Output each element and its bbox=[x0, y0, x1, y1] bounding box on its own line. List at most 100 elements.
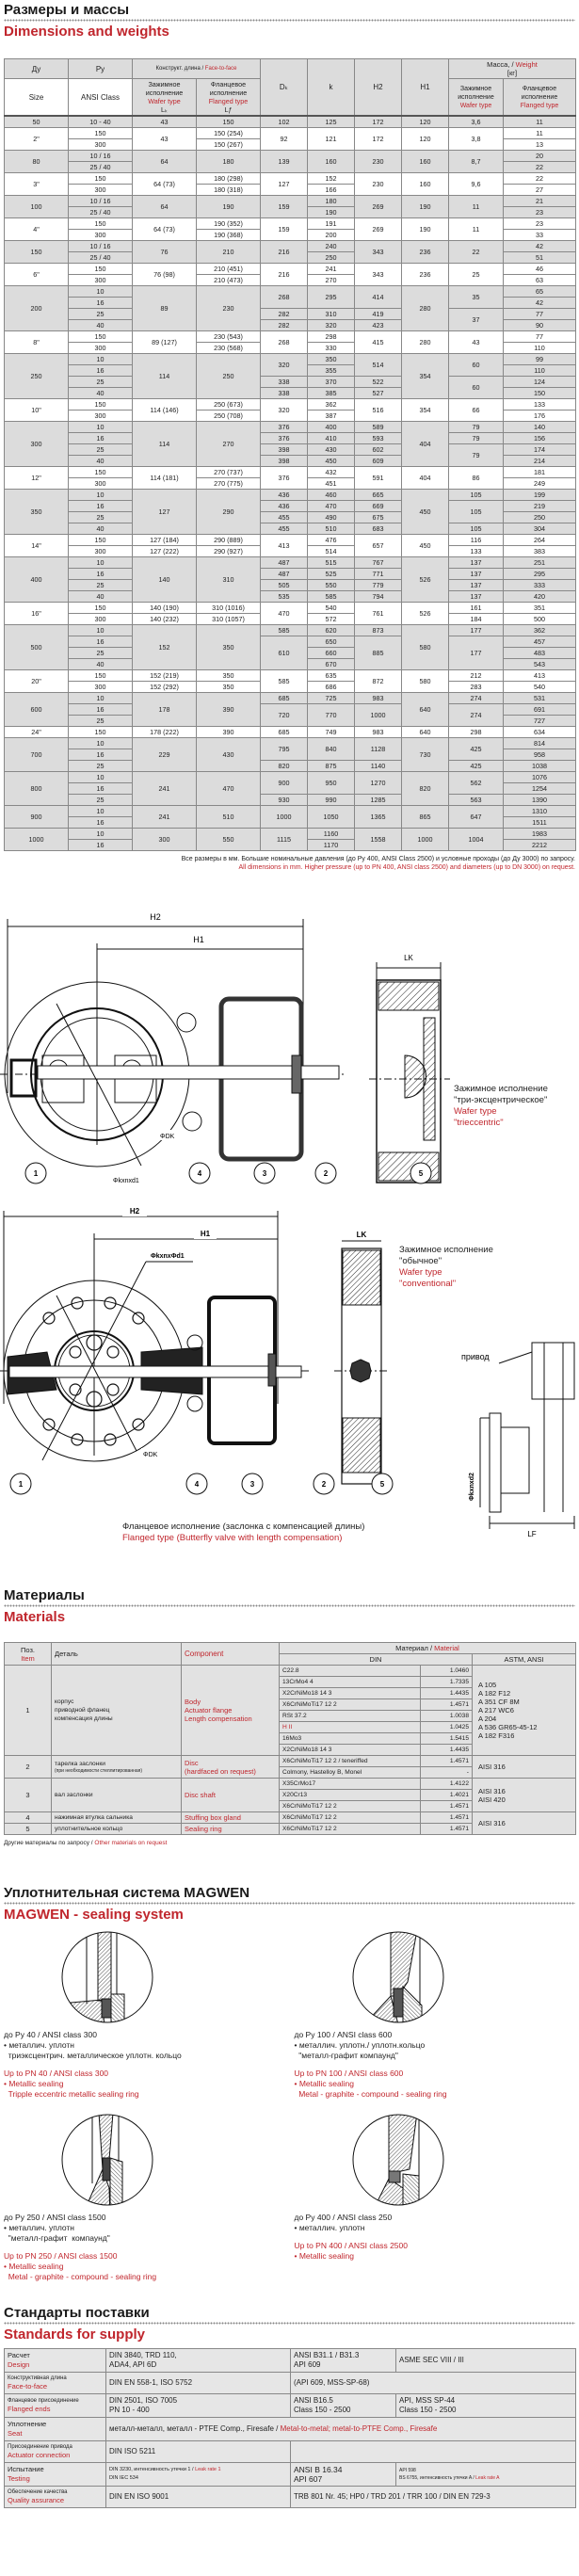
cell-class: 40 bbox=[68, 387, 133, 399]
cell-class: 10 bbox=[68, 421, 133, 433]
cell-lf: 310 (1016) bbox=[196, 602, 261, 614]
cell-k: 410 bbox=[307, 432, 355, 444]
cell-h1: 354 bbox=[401, 353, 449, 399]
callout-4: 4 bbox=[195, 1480, 200, 1489]
cell-lf: 310 bbox=[196, 556, 261, 603]
cell-weight-wafer: 137 bbox=[448, 590, 504, 603]
cell-lf: 210 (451) bbox=[196, 263, 261, 275]
cell-standard-value: DIN 3840, TRD 110,ADA4, API 6D bbox=[105, 2348, 291, 2373]
cell-class: 150 bbox=[68, 172, 133, 185]
cell-h2: 794 bbox=[354, 590, 402, 603]
cell-dk: 505 bbox=[260, 579, 308, 591]
cell-size: 500 bbox=[4, 624, 69, 670]
cell-weight-flanged: 2212 bbox=[502, 839, 577, 851]
cell-weight-flanged: 540 bbox=[502, 681, 577, 693]
cell-din-grade: X6CrNiMoTi17 12 2 bbox=[279, 1800, 421, 1812]
cell-weight-flanged: 1511 bbox=[502, 816, 577, 829]
dim-label-h2: H2 bbox=[130, 1207, 140, 1216]
sealing-section-header: Уплотнительная система MAGWEN MAGWEN - s… bbox=[4, 1885, 575, 1923]
cell-class: 10 bbox=[68, 285, 133, 298]
cell-weight-wafer: 60 bbox=[448, 353, 504, 377]
cell-h2: 1140 bbox=[354, 760, 402, 772]
cell-size: 150 bbox=[4, 240, 69, 264]
cell-h2: 343 bbox=[354, 240, 402, 264]
cell-din-grade: X6CrNiMoTi17 12 2 bbox=[279, 1811, 421, 1824]
cell-k: 660 bbox=[307, 647, 355, 659]
cell-lk: 229 bbox=[132, 737, 197, 772]
table-row: Colmony, Hastelloy B, Monel- bbox=[5, 1766, 576, 1779]
dimensions-title-en: Dimensions and weights bbox=[4, 24, 169, 40]
cell-din-number: 1.0460 bbox=[420, 1665, 473, 1677]
cell-weight-flanged: 124 bbox=[502, 376, 577, 388]
cell-weight-flanged: 22 bbox=[502, 161, 577, 173]
cell-size: 400 bbox=[4, 556, 69, 603]
dimensions-note: Все размеры в мм. Большие номинальные да… bbox=[4, 855, 575, 872]
cell-lf: 270 (737) bbox=[196, 466, 261, 478]
callout-3: 3 bbox=[263, 1169, 267, 1178]
cell-class: 300 bbox=[68, 184, 133, 196]
cell-dk: 585 bbox=[260, 669, 308, 693]
dim-label-dk: ΦDK bbox=[160, 1134, 175, 1140]
dotted-divider bbox=[4, 2322, 575, 2325]
callout-4: 4 bbox=[198, 1169, 202, 1178]
cell-weight-flanged: 63 bbox=[502, 274, 577, 286]
header-astm: ASTM, ANSI bbox=[472, 1653, 576, 1666]
cell-h2: 1365 bbox=[354, 805, 402, 829]
cell-h1: 404 bbox=[401, 466, 449, 490]
cell-lf: 270 bbox=[196, 421, 261, 467]
cell-h1: 354 bbox=[401, 398, 449, 422]
cell-h1: 640 bbox=[401, 726, 449, 738]
cell-k: 430 bbox=[307, 443, 355, 456]
cell-din-number: 1.4571 bbox=[420, 1811, 473, 1824]
cell-part-ru: уплотнительное кольцо bbox=[51, 1823, 182, 1835]
cell-weight-wafer: 37 bbox=[448, 308, 504, 331]
cell-class: 300 bbox=[68, 681, 133, 693]
cell-part-ru: нажимная втулка сальника bbox=[51, 1811, 182, 1824]
cell-class: 25 bbox=[68, 443, 133, 456]
cell-h2: 516 bbox=[354, 398, 402, 422]
cell-k: 686 bbox=[307, 681, 355, 693]
cell-h1: 160 bbox=[401, 172, 449, 196]
cell-k: 585 bbox=[307, 590, 355, 603]
cell-lk: 89 bbox=[132, 285, 197, 331]
cell-h2: 665 bbox=[354, 489, 402, 501]
sealing-grid: до Ру 40 / ANSI class 300 • металлич. уп… bbox=[4, 1930, 575, 2282]
cell-h2: 1285 bbox=[354, 794, 402, 806]
cell-class: 25 bbox=[68, 715, 133, 727]
cell-k: 875 bbox=[307, 760, 355, 772]
cell-class: 10 bbox=[68, 624, 133, 636]
standards-section-header: Стандарты поставки Standards for supply bbox=[4, 2305, 575, 2343]
cell-din-number: 1.4571 bbox=[420, 1823, 473, 1835]
cell-k: 990 bbox=[307, 794, 355, 806]
cell-k: 525 bbox=[307, 568, 355, 580]
cell-part-ru: вал заслонки bbox=[51, 1778, 182, 1812]
cell-class: 16 bbox=[68, 782, 133, 795]
cell-h2: 343 bbox=[354, 263, 402, 286]
materials-title-ru: Материалы bbox=[4, 1587, 85, 1603]
standards-title-ru: Стандарты поставки bbox=[4, 2305, 150, 2321]
cell-din-grade: X2CrNiMo18 14 3 bbox=[279, 1687, 421, 1699]
cell-class: 150 bbox=[68, 217, 133, 230]
cell-size: 14" bbox=[4, 534, 69, 557]
cell-lf: 250 (708) bbox=[196, 410, 261, 422]
cell-h2: 1128 bbox=[354, 737, 402, 761]
cell-weight-flanged: 23 bbox=[502, 217, 577, 230]
dim-label-h1: H1 bbox=[201, 1230, 211, 1238]
cell-lf: 350 bbox=[196, 669, 261, 682]
header-din: DIN bbox=[279, 1653, 473, 1666]
dim-label-bolt-flanged: Φkxnxd2 bbox=[469, 1473, 475, 1501]
